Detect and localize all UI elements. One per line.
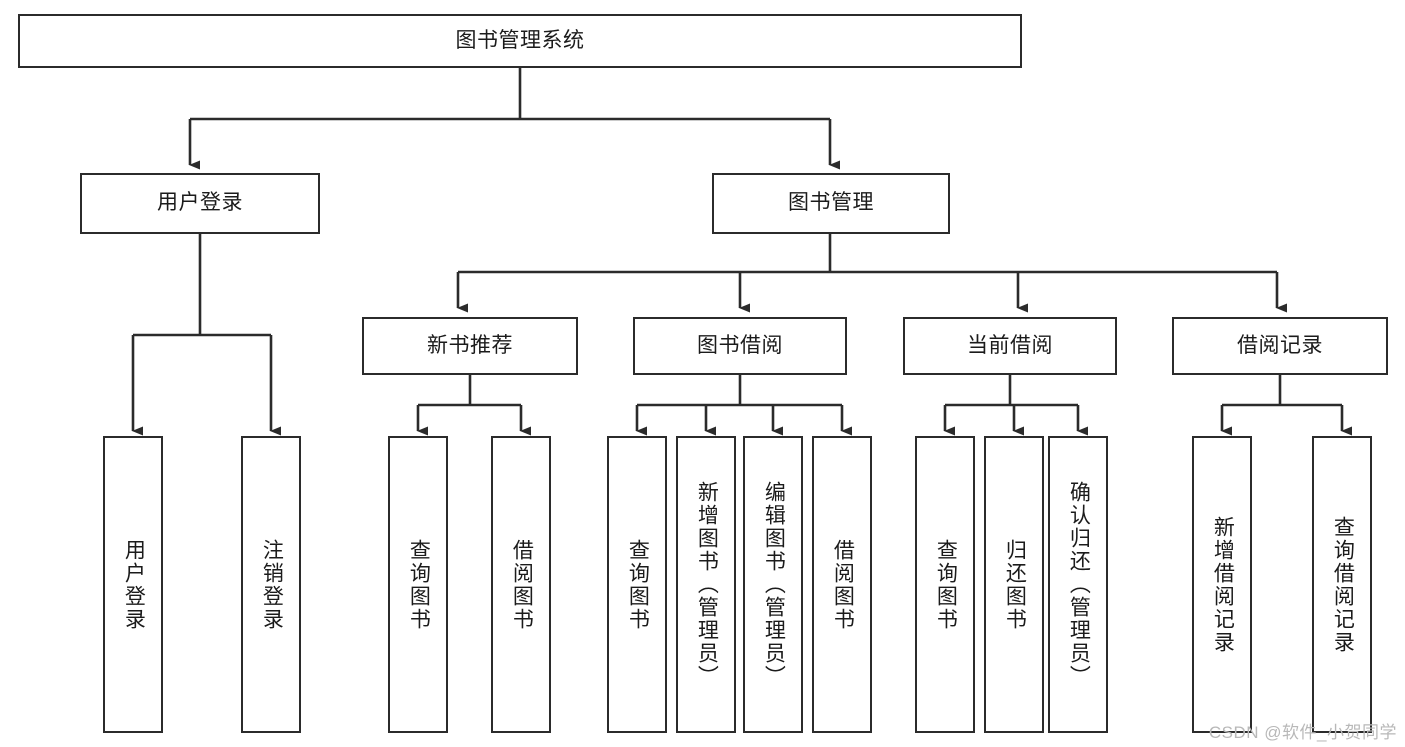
leaf-book-borrow-edit-book-admin[interactable]: 编辑图书（管理员） bbox=[743, 436, 803, 733]
leaf-new-book-query-book[interactable]: 查询图书 bbox=[388, 436, 448, 733]
leaf-current-borrow-confirm-return-admin[interactable]: 确认归还（管理员） bbox=[1048, 436, 1108, 733]
node-label: 借阅图书 bbox=[831, 538, 855, 631]
leaf-book-borrow-add-book-admin[interactable]: 新增图书（管理员） bbox=[676, 436, 736, 733]
node-borrow-record[interactable]: 借阅记录 bbox=[1172, 317, 1388, 375]
node-label: 新增借阅记录 bbox=[1211, 515, 1235, 654]
node-label: 借阅图书 bbox=[510, 538, 534, 631]
leaf-new-book-borrow-book[interactable]: 借阅图书 bbox=[491, 436, 551, 733]
node-label: 确认归还（管理员） bbox=[1067, 481, 1091, 688]
node-label: 借阅记录 bbox=[1237, 333, 1323, 357]
node-label: 当前借阅 bbox=[967, 333, 1053, 357]
leaf-current-borrow-return-book[interactable]: 归还图书 bbox=[984, 436, 1044, 733]
node-label: 注销登录 bbox=[260, 538, 284, 631]
node-label: 新增图书（管理员） bbox=[695, 481, 719, 688]
node-label: 图书管理系统 bbox=[455, 28, 585, 52]
node-label: 图书管理 bbox=[788, 191, 874, 215]
node-label: 查询借阅记录 bbox=[1331, 515, 1355, 654]
leaf-book-borrow-query-book[interactable]: 查询图书 bbox=[607, 436, 667, 733]
node-root-book-management-system[interactable]: 图书管理系统 bbox=[18, 14, 1022, 68]
node-label: 用户登录 bbox=[122, 538, 146, 631]
leaf-book-borrow-borrow-book[interactable]: 借阅图书 bbox=[812, 436, 872, 733]
node-label: 图书借阅 bbox=[697, 333, 783, 357]
leaf-user-login-login[interactable]: 用户登录 bbox=[103, 436, 163, 733]
leaf-borrow-record-add-record[interactable]: 新增借阅记录 bbox=[1192, 436, 1252, 733]
node-user-login[interactable]: 用户登录 bbox=[80, 173, 320, 234]
node-book-borrow[interactable]: 图书借阅 bbox=[633, 317, 847, 375]
node-label: 查询图书 bbox=[407, 538, 431, 631]
node-current-borrow[interactable]: 当前借阅 bbox=[903, 317, 1117, 375]
node-label: 用户登录 bbox=[157, 191, 243, 215]
leaf-borrow-record-query-record[interactable]: 查询借阅记录 bbox=[1312, 436, 1372, 733]
node-label: 归还图书 bbox=[1003, 538, 1027, 631]
node-label: 查询图书 bbox=[626, 538, 650, 631]
node-book-management[interactable]: 图书管理 bbox=[712, 173, 950, 234]
node-label: 新书推荐 bbox=[427, 333, 513, 357]
leaf-current-borrow-query-book[interactable]: 查询图书 bbox=[915, 436, 975, 733]
csdn-watermark: CSDN @软件_小贺同学 bbox=[1208, 723, 1397, 742]
node-new-book-recommend[interactable]: 新书推荐 bbox=[362, 317, 578, 375]
node-label: 编辑图书（管理员） bbox=[762, 481, 786, 688]
leaf-user-login-logout[interactable]: 注销登录 bbox=[241, 436, 301, 733]
node-label: 查询图书 bbox=[934, 538, 958, 631]
